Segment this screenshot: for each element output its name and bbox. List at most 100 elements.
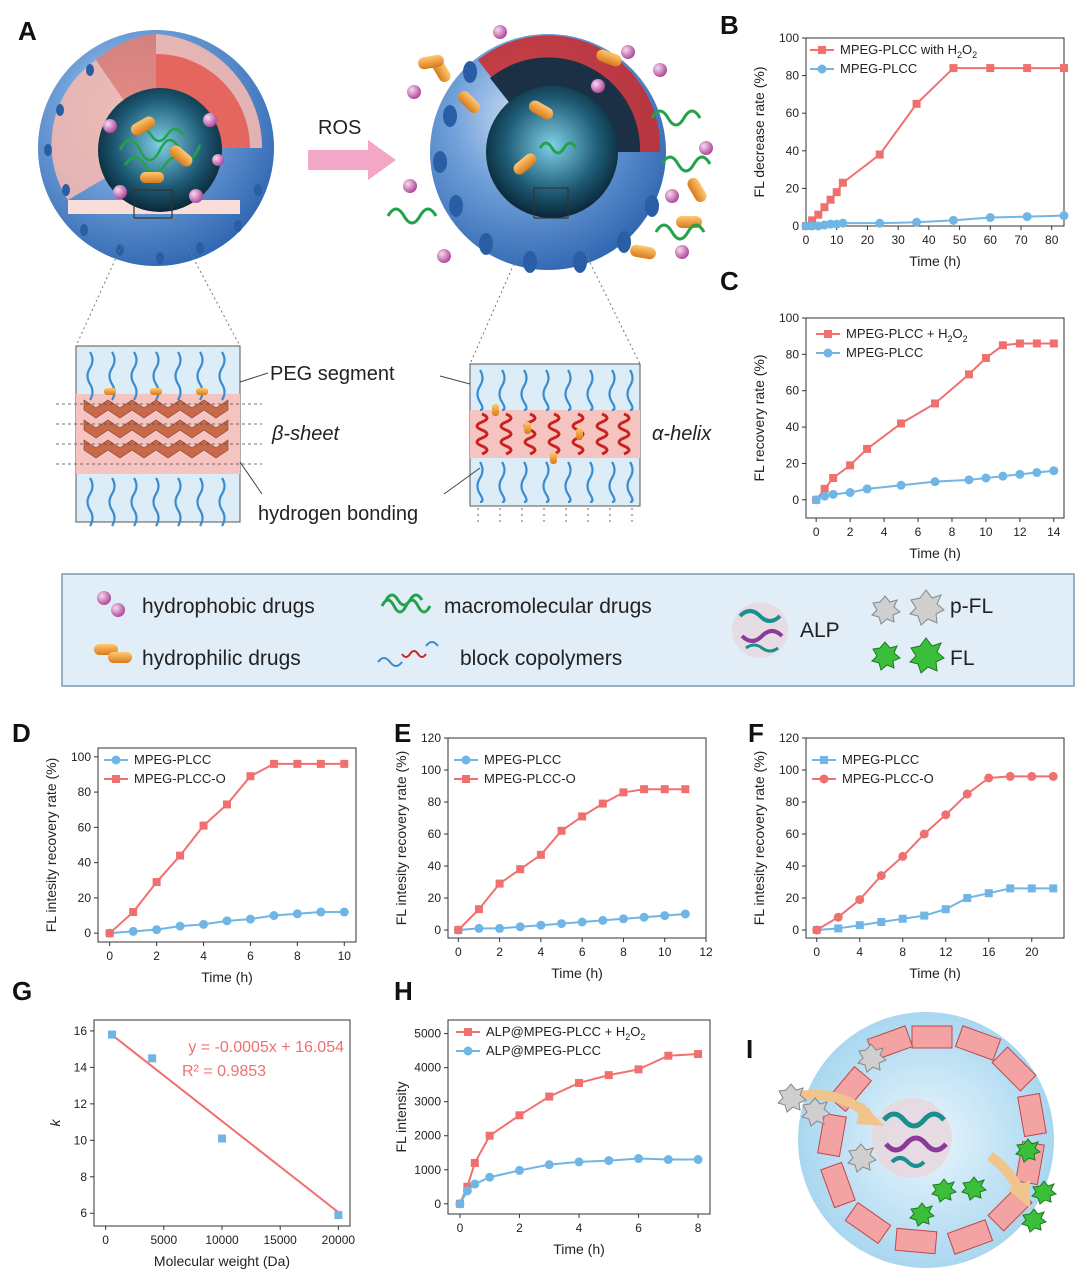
y-tick-label: 40 bbox=[786, 144, 800, 158]
y-tick-label: 100 bbox=[779, 31, 799, 45]
y-tick-label: 20 bbox=[786, 891, 800, 905]
x-tick-label: 16 bbox=[982, 945, 996, 959]
x-tick-label: 10 bbox=[979, 525, 993, 539]
x-tick-label: 12 bbox=[939, 945, 953, 959]
x-tick-label: 5000 bbox=[150, 1233, 177, 1247]
data-point-circle bbox=[1048, 771, 1058, 781]
series-line bbox=[805, 67, 1064, 227]
y-axis-label: FL decrease rate (%) bbox=[751, 67, 767, 198]
y-tick-label: 1000 bbox=[414, 1163, 441, 1177]
data-point-circle bbox=[898, 851, 908, 861]
x-tick-label: 8 bbox=[949, 525, 956, 539]
particle-swollen bbox=[386, 25, 713, 273]
data-point-square bbox=[316, 759, 325, 768]
data-point-square bbox=[963, 894, 972, 902]
data-point-circle bbox=[339, 907, 349, 917]
data-point-square bbox=[105, 929, 114, 938]
panel-i-schematic: I bbox=[746, 1012, 1058, 1268]
data-point-square bbox=[820, 203, 829, 212]
plot-frame bbox=[97, 747, 357, 943]
y-tick-label: 8 bbox=[80, 1170, 87, 1184]
data-point-circle bbox=[981, 473, 991, 483]
data-point-square bbox=[1060, 64, 1068, 73]
data-point-circle bbox=[1049, 466, 1059, 476]
legend-label: ALP@MPEG-PLCC + H2O2 bbox=[486, 1024, 645, 1042]
drug-legend-box: hydrophobic drugs hydrophilic drugs macr… bbox=[61, 573, 1075, 687]
data-point-square bbox=[334, 1211, 343, 1220]
x-tick-label: 2 bbox=[516, 1221, 523, 1235]
x-tick-label: 10 bbox=[658, 945, 672, 959]
data-point-square bbox=[838, 178, 847, 187]
x-tick-label: 50 bbox=[953, 233, 967, 247]
data-point-square bbox=[536, 850, 545, 859]
y-tick-label: 80 bbox=[78, 785, 92, 799]
y-axis-label: k bbox=[47, 1119, 63, 1127]
legend-label: MPEG-PLCC bbox=[840, 61, 917, 76]
x-tick-label: 60 bbox=[984, 233, 998, 247]
y-tick-label: 6 bbox=[80, 1206, 87, 1220]
panel-letter-h: H bbox=[394, 976, 413, 1006]
legend-label: MPEG-PLCC-O bbox=[484, 771, 576, 786]
y-tick-label: 60 bbox=[78, 820, 92, 834]
data-point-circle bbox=[574, 1157, 584, 1167]
data-point-square bbox=[557, 826, 566, 835]
data-point-circle bbox=[833, 912, 843, 922]
data-point-square bbox=[694, 1050, 703, 1059]
x-tick-label: 2 bbox=[496, 945, 503, 959]
x-tick-label: 6 bbox=[247, 949, 254, 963]
legend-label: MPEG-PLCC bbox=[846, 345, 923, 360]
data-point-circle bbox=[964, 475, 974, 485]
data-point-square bbox=[829, 474, 838, 482]
y-tick-label: 80 bbox=[786, 69, 800, 83]
legend-marker bbox=[112, 775, 120, 783]
y-tick-label: 60 bbox=[786, 384, 800, 398]
alpha-helix-label: α-helix bbox=[652, 423, 712, 445]
fl-molecules bbox=[909, 1138, 1058, 1233]
data-point-square bbox=[495, 879, 504, 888]
data-point-circle bbox=[618, 914, 628, 924]
y-tick-label: 4000 bbox=[414, 1061, 441, 1075]
data-point-square bbox=[875, 150, 884, 159]
p-fl-icon bbox=[871, 589, 945, 626]
y-tick-label: 120 bbox=[421, 731, 441, 745]
legend-marker bbox=[464, 1028, 472, 1036]
data-point-square bbox=[912, 99, 921, 108]
y-tick-label: 5000 bbox=[414, 1027, 441, 1041]
y-axis-label: FL intesity recovery rate (%) bbox=[393, 751, 409, 926]
legend-hydrophobic: hydrophobic drugs bbox=[142, 595, 315, 618]
x-axis-label: Time (h) bbox=[201, 969, 253, 985]
data-point-circle bbox=[1027, 771, 1037, 781]
data-point-circle bbox=[577, 917, 587, 927]
legend-marker bbox=[823, 348, 833, 358]
panel-letter-d: D bbox=[12, 718, 31, 748]
data-point-square bbox=[1049, 339, 1058, 348]
data-point-circle bbox=[1022, 212, 1032, 222]
panel-letter-b: B bbox=[720, 10, 739, 40]
data-point-square bbox=[1023, 64, 1032, 73]
y-tick-label: 3000 bbox=[414, 1095, 441, 1109]
legend-pfl: p-FL bbox=[950, 595, 993, 618]
data-point-circle bbox=[316, 907, 326, 917]
x-axis-label: Time (h) bbox=[551, 965, 603, 981]
legend-label: MPEG-PLCC bbox=[134, 752, 211, 767]
legend-label: MPEG-PLCC + H2O2 bbox=[846, 326, 968, 344]
data-point-square bbox=[269, 759, 278, 768]
fit-equation: y = -0.0005x + 16.054 bbox=[188, 1039, 344, 1056]
x-tick-label: 10 bbox=[338, 949, 352, 963]
data-point-circle bbox=[862, 484, 872, 494]
plot-frame bbox=[805, 737, 1065, 939]
legend-marker bbox=[462, 775, 470, 783]
data-point-square bbox=[598, 799, 607, 808]
data-point-circle bbox=[941, 810, 951, 820]
x-tick-label: 4 bbox=[856, 945, 863, 959]
y-tick-label: 60 bbox=[428, 827, 442, 841]
data-point-circle bbox=[828, 489, 838, 499]
y-tick-label: 100 bbox=[779, 311, 799, 325]
data-point-circle bbox=[820, 491, 830, 501]
y-tick-label: 40 bbox=[786, 420, 800, 434]
data-point-circle bbox=[269, 911, 279, 921]
x-tick-label: 0 bbox=[106, 949, 113, 963]
data-point-square bbox=[846, 461, 855, 470]
